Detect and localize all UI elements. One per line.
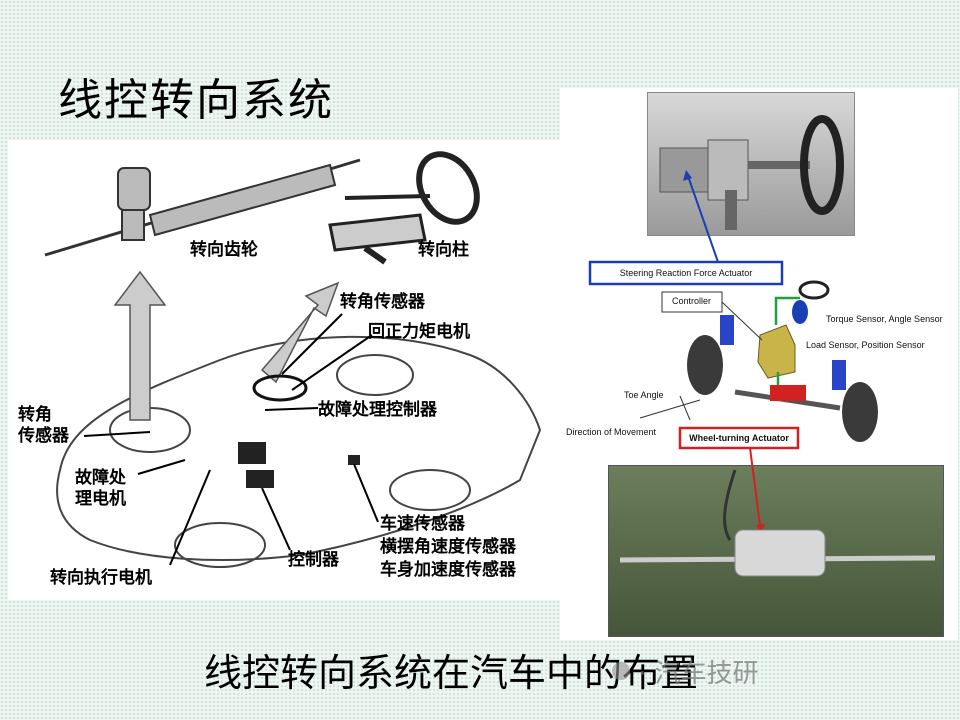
- rig-contents: [659, 115, 844, 230]
- blue-connector: [687, 175, 719, 263]
- label-fault-motor-2: 理电机: [75, 489, 126, 509]
- label-angle-sensor-left-1: 转角: [18, 405, 52, 425]
- red-connector: [749, 447, 761, 526]
- label-toe-angle: Toe Angle: [624, 390, 664, 400]
- label-fault-motor-1: 故障处: [75, 468, 126, 488]
- label-reaction-actuator: Steering Reaction Force Actuator: [592, 265, 780, 281]
- label-speed-sensor: 车速传感器: [380, 514, 465, 534]
- label-steering-gear: 转向齿轮: [190, 240, 258, 260]
- label-direction-of-movement: Direction of Movement: [566, 427, 657, 437]
- label-angle-sensor-left-2: 传感器: [18, 426, 69, 446]
- label-yaw-sensor: 横摆角速度传感器: [380, 537, 516, 557]
- car-body-sketch: [56, 335, 542, 568]
- label-controller: 控制器: [288, 550, 339, 570]
- label-right-controller: Controller: [672, 296, 712, 306]
- rack-contents: [619, 469, 936, 577]
- label-wheel-turning-actuator: Wheel-turning Actuator: [682, 431, 796, 445]
- leader-lines: [83, 313, 379, 566]
- slide-title: 线控转向系统: [58, 75, 334, 126]
- label-angle-sensor-top: 转角传感器: [340, 292, 425, 312]
- in-car-steering-wheel: [252, 374, 308, 402]
- label-load-position-sensor: Load Sensor, Position Sensor: [806, 340, 925, 350]
- watermark-logo-icon: [612, 662, 630, 680]
- label-actuator-motor: 转向执行电机: [50, 568, 152, 588]
- sensor-box: [348, 455, 360, 465]
- label-steering-column: 转向柱: [418, 240, 469, 260]
- controller-box: [238, 442, 266, 464]
- steering-gear-sketch: [44, 158, 361, 257]
- label-torque-angle-sensor: Torque Sensor, Angle Sensor: [826, 314, 943, 324]
- label-fault-controller: 故障处理控制器: [318, 400, 437, 420]
- watermark: · 汽车技研: [612, 654, 759, 689]
- label-return-torque-motor: 回正力矩电机: [368, 322, 470, 342]
- direction-arrows: [113, 270, 340, 421]
- steering-column-sketch: [328, 151, 480, 265]
- watermark-text: · 汽车技研: [638, 658, 759, 689]
- label-body-accel-sensor: 车身加速度传感器: [380, 560, 516, 580]
- steer-by-wire-schematic: [639, 280, 878, 442]
- motor-box: [246, 470, 274, 488]
